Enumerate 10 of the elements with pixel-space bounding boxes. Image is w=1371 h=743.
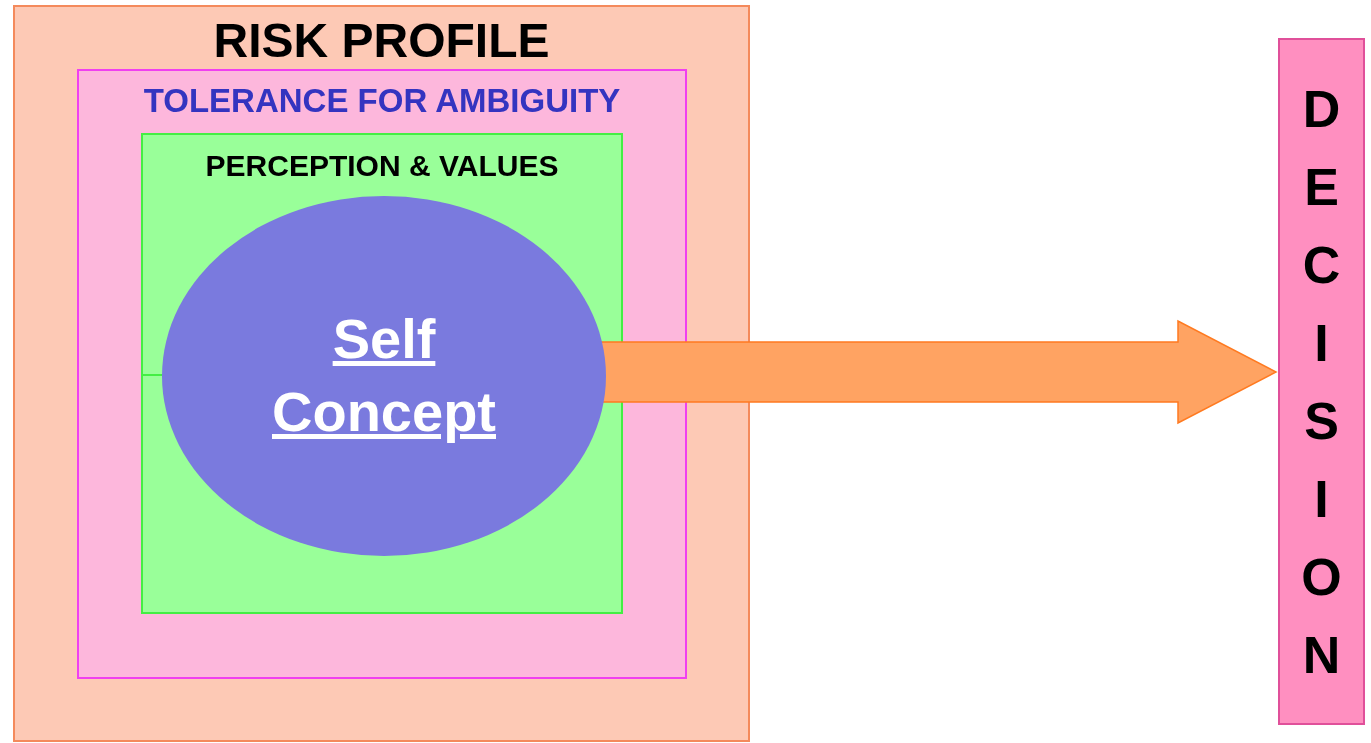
outer-box — [13, 5, 750, 742]
heading: TOLERANCE FOR AMBIGUITY — [142, 83, 622, 120]
block-arrow — [599, 319, 1278, 425]
vertical-label: DECISION — [1300, 78, 1343, 686]
heading: PERCEPTION & VALUES — [204, 149, 560, 182]
middle-box — [77, 69, 687, 679]
heading: Self Concept — [271, 306, 497, 445]
decision-box — [1278, 38, 1365, 725]
heading: RISK PROFILE — [212, 15, 551, 68]
inner-box — [141, 133, 623, 614]
